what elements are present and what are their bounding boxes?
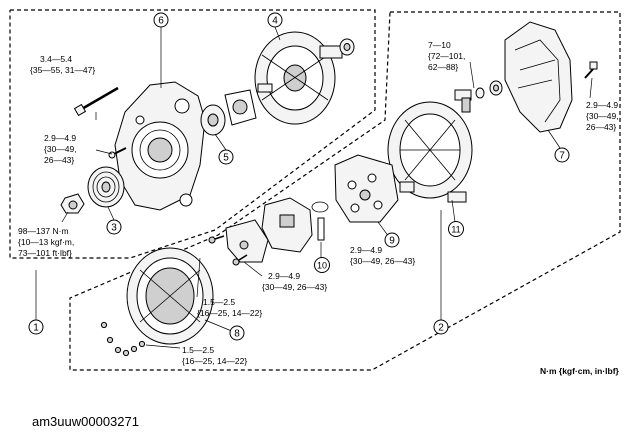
svg-text:6: 6 (158, 16, 164, 27)
rear-cover-bolt (584, 61, 598, 79)
svg-text:3: 3 (111, 223, 117, 234)
callout-11: 11 (448, 221, 464, 237)
torque-stator-lower: 1.5—2.5 {16—25, 14—22} (182, 345, 247, 366)
callout-7: 7 (554, 147, 570, 163)
rectifier (334, 154, 399, 223)
svg-text:7: 7 (559, 151, 565, 162)
svg-text:10: 10 (317, 261, 327, 271)
svg-text:73—101 ft·lbf}: 73—101 ft·lbf} (18, 248, 72, 258)
front-bracket (114, 81, 206, 211)
pulley-nut (60, 193, 85, 214)
svg-text:2.9—4.9: 2.9—4.9 (586, 100, 618, 110)
torque-upper-left: 2.9—4.9 {30—49, 26—43} (44, 133, 77, 165)
svg-text:11: 11 (451, 225, 460, 235)
torque-stator-upper: 1.5—2.5 {16—25, 14—22} (197, 297, 262, 318)
stator-screws (100, 321, 146, 357)
stator (126, 247, 214, 345)
leader-lines (35, 26, 593, 349)
svg-text:4: 4 (272, 16, 278, 27)
svg-text:{16—25, 14—22}: {16—25, 14—22} (197, 308, 262, 318)
svg-text:8: 8 (234, 329, 240, 340)
bearing-retainer (224, 89, 257, 126)
svg-text:{10—13 kgf·m,: {10—13 kgf·m, (18, 237, 74, 247)
regulator-screws (208, 235, 248, 266)
svg-text:7—10: 7—10 (428, 40, 451, 50)
callout-3: 3 (106, 219, 122, 235)
units-note: N·m {kgf·cm, in·lbf} (540, 366, 620, 376)
callout-9: 9 (384, 232, 400, 248)
svg-text:1.5—2.5: 1.5—2.5 (182, 345, 214, 355)
svg-text:9: 9 (389, 236, 395, 247)
group-1-boundary (9, 9, 376, 259)
svg-text:2.9—4.9: 2.9—4.9 (350, 245, 382, 255)
svg-text:1.5—2.5: 1.5—2.5 (203, 297, 235, 307)
svg-text:{72—101,: {72—101, (428, 51, 465, 61)
callout-6: 6 (153, 12, 169, 28)
torque-pulley-bolt: 3.4—5.4 {35—55, 31—47} (30, 54, 95, 75)
svg-text:{35—55, 31—47}: {35—55, 31—47} (30, 65, 95, 75)
torque-rear-cover: 2.9—4.9 {30—49, 26—43} (586, 100, 619, 132)
svg-text:2.9—4.9: 2.9—4.9 (44, 133, 76, 143)
pulley (87, 166, 125, 208)
callout-4: 4 (267, 12, 283, 28)
rotor (254, 31, 343, 125)
svg-text:26—43}: 26—43} (44, 155, 74, 165)
svg-text:{30—49, 26—43}: {30—49, 26—43} (262, 282, 327, 292)
callout-10: 10 (314, 257, 330, 273)
svg-text:3.4—5.4: 3.4—5.4 (40, 54, 72, 64)
svg-text:2: 2 (438, 323, 444, 334)
rear-bearing (339, 38, 355, 56)
svg-text:26—43}: 26—43} (586, 122, 616, 132)
callout-8: 8 (229, 325, 245, 341)
svg-text:98—137 N·m: 98—137 N·m (18, 226, 69, 236)
svg-text:62—88}: 62—88} (428, 62, 458, 72)
callout-2: 2 (433, 319, 449, 335)
svg-text:{16—25, 14—22}: {16—25, 14—22} (182, 356, 247, 366)
terminal-nut (454, 80, 503, 113)
svg-text:1: 1 (33, 323, 39, 334)
torque-terminal-nut: 7—10 {72—101, 62—88} (428, 40, 465, 72)
torque-pulley-nut: 98—137 N·m {10—13 kgf·m, 73—101 ft·lbf} (18, 226, 74, 258)
group-2-boundary (69, 11, 621, 371)
regulator (225, 219, 269, 263)
torque-brush-holder: 2.9—4.9 {30—49, 26—43} (350, 245, 415, 266)
svg-text:{30—49, 26—43}: {30—49, 26—43} (350, 256, 415, 266)
svg-text:2.9—4.9: 2.9—4.9 (268, 271, 300, 281)
callout-5: 5 (218, 149, 234, 165)
rear-cover (504, 21, 573, 133)
rear-bracket (387, 101, 473, 203)
callout-1: 1 (28, 319, 44, 335)
svg-text:{30—49,: {30—49, (44, 144, 77, 154)
torque-regulator: 2.9—4.9 {30—49, 26—43} (262, 271, 327, 292)
svg-text:5: 5 (223, 153, 229, 164)
image-id-caption: am3uuw00003271 (32, 414, 139, 429)
brush-holder (261, 197, 329, 253)
front-bearing (200, 104, 226, 136)
through-bolt (73, 86, 119, 117)
svg-text:{30—49,: {30—49, (586, 111, 619, 121)
